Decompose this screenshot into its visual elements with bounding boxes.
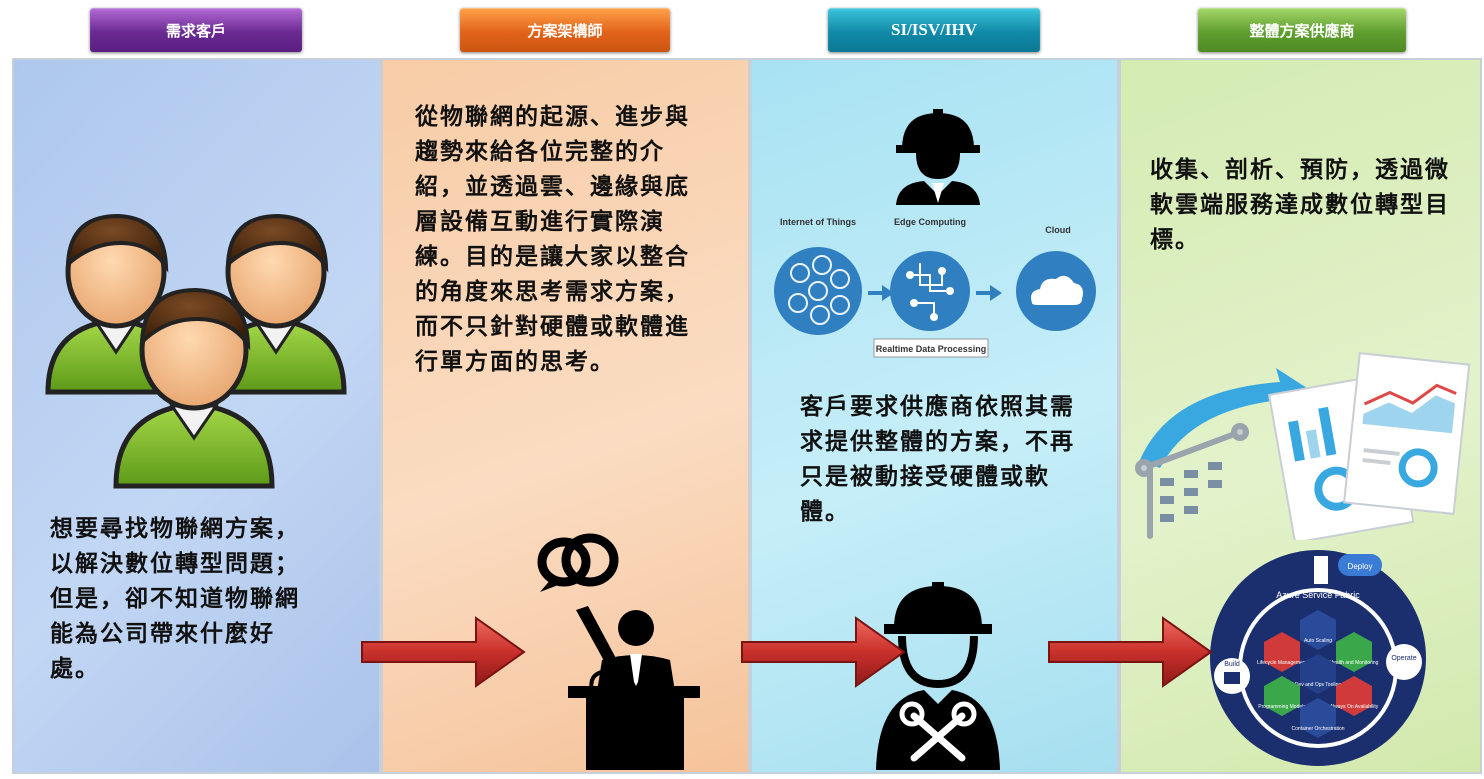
- speaker-podium-icon: [537, 533, 700, 770]
- deploy-label: Deploy: [1348, 562, 1373, 571]
- fabric-title: Azure Service Fabric: [1276, 590, 1360, 600]
- operate-label: Operate: [1391, 655, 1416, 662]
- iot-edge-cloud-diagram: Internet of Things Edge Computing Cloud …: [774, 217, 1096, 358]
- header-architect: 方案架構師: [460, 8, 670, 52]
- architect-description: 從物聯網的起源、進步與趨勢來給各位完整的介紹，並透過雲、邊緣與底層設備互動進行實…: [415, 104, 690, 375]
- arrow-si-to-provider: [1048, 616, 1213, 688]
- iot-label: Internet of Things: [780, 217, 856, 227]
- hex-always: Always On Availability: [1330, 704, 1379, 710]
- hex-health: Health and Monitoring: [1330, 660, 1379, 666]
- hex-dev: Dev and Ops Tooling: [1295, 682, 1342, 688]
- provider-description: 收集、剖析、預防，透過微軟雲端服務達成數位轉型目標。: [1150, 157, 1450, 253]
- header-customer: 需求客戶: [90, 8, 302, 52]
- realtime-label: Realtime Data Processing: [876, 344, 987, 354]
- user-group-icon: [45, 213, 347, 489]
- person-front: [113, 287, 275, 489]
- engineer-icon: [896, 109, 980, 205]
- hex-prog: Programming Models: [1258, 704, 1306, 710]
- arrow-architect-to-si: [741, 616, 906, 688]
- engineer-tools-icon: [876, 582, 1000, 770]
- arrow-customer-to-architect: [361, 616, 526, 688]
- realtime-box: [873, 338, 989, 358]
- azure-service-fabric-diagram: Azure Service Fabric Deploy Build Operat…: [1210, 550, 1426, 766]
- build-label: Build: [1224, 661, 1240, 668]
- cloud-label: Cloud: [1045, 225, 1071, 235]
- header-provider: 整體方案供應商: [1198, 8, 1406, 52]
- hex-lifecycle: Lifecycle Management: [1257, 660, 1308, 666]
- header-si: SI/ISV/IHV: [828, 8, 1040, 52]
- si-description: 客戶要求供應商依照其需求提供整體的方案，不再只是被動接受硬體或軟體。: [800, 394, 1075, 525]
- edge-label: Edge Computing: [894, 217, 966, 227]
- hex-container: Container Orchestration: [1291, 726, 1344, 732]
- iot-circle: [774, 247, 862, 335]
- analytics-reports-icon: [1135, 352, 1471, 540]
- hex-auto: Auto Scaling: [1304, 638, 1332, 644]
- customer-description: 想要尋找物聯網方案，以解決數位轉型問題；但是，卻不知道物聯網能為公司帶來什麼好處…: [50, 516, 300, 682]
